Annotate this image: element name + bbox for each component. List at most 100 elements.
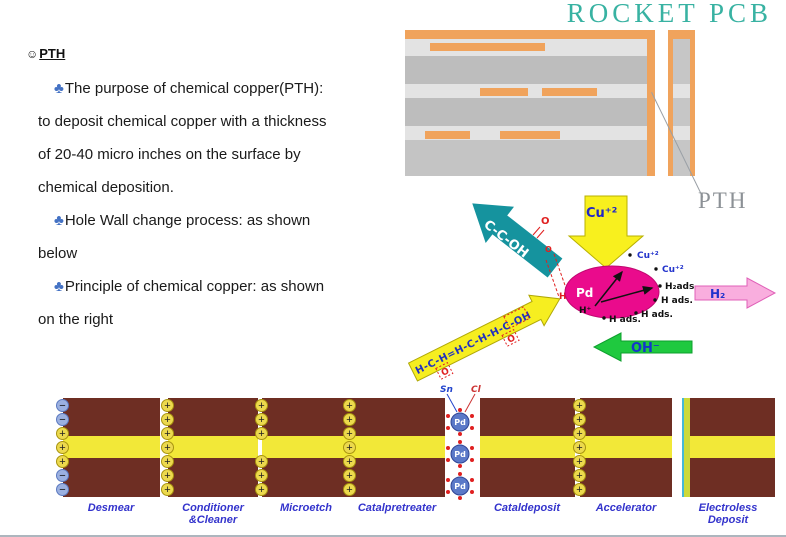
cu-ion-arrow-label: Cu⁺² [586,206,617,221]
board-main [405,30,655,176]
pd-particle: Pd [446,408,474,436]
chain-formula-label: H-C-H=H-C-H-H-C-OH [414,310,533,377]
ion-plus: + [573,427,586,440]
pd-particle-label: Pd [454,418,466,427]
copper-wall [168,458,258,497]
ion-plus: + [56,427,69,440]
pd-particle-label: Pd [454,482,466,491]
electroless-seed-layer [682,398,684,497]
chain-oxygen-label: O [440,366,452,379]
ion-plus: + [343,469,356,482]
ion-plus: + [255,427,268,440]
oh-ion-arrow [592,332,693,362]
copper-wall [682,398,775,436]
species-dot [602,316,606,320]
chain-oh-box [503,306,531,329]
copper-wall [63,398,160,436]
species-dot [658,284,662,288]
process-panel-catalpretreater: + + + + + + + [343,398,445,497]
ion-minus: − [56,413,69,426]
page-title: ☺PTH [26,46,65,61]
bond-dashed-line [553,253,568,292]
h-adsorbed-label: H ads. [609,315,641,325]
board-layer [668,30,695,39]
copper-wall [63,458,160,497]
board-layer [405,84,655,98]
double-bond-line [532,226,541,236]
hole-wall-plating [668,30,673,176]
h-adsorbed-label: H ads. [641,310,673,320]
sn-pointer-line [446,393,458,413]
ion-plus: + [255,455,268,468]
species-dot [654,267,658,271]
ion-plus: + [573,399,586,412]
copper-wall [262,458,350,497]
copper-trace [480,88,528,96]
process-panel-desmear: − − + + + − − [56,398,160,497]
ion-minus: − [56,483,69,496]
electroless-copper-layer [684,398,690,497]
pd-center-label: Pd [576,286,593,300]
copper-wall [480,458,575,497]
ion-plus: + [573,483,586,496]
copper-wall [350,458,445,497]
organic-chain-arrow: H-C-H=H-C-H-H-C-OH O O [407,294,561,382]
process-panel-microetch: + + + + + + [255,398,350,497]
ion-plus: + [343,413,356,426]
club-bullet-icon: ♣ [54,80,64,97]
pcb-cross-section [405,30,697,176]
h2-gas-arrow [694,277,777,309]
pd-particle: Pd [446,440,474,468]
club-bullet-icon: ♣ [54,278,64,295]
board-layer [405,30,655,39]
chemistry-diagram: C-C-OH O Cu⁺² H-C-H=H-C-H-H-C-OH O O O H… [407,195,777,382]
step-label-desmear: Desmear [87,502,135,514]
ion-plus: + [255,469,268,482]
inner-core [580,436,672,458]
inner-core [480,436,575,458]
copper-trace [542,88,597,96]
bullet-holewall: ♣Hole Wall change process: as shown belo… [38,204,336,270]
process-panel-cataldeposit [480,398,575,497]
species-dot [653,298,657,302]
ion-plus: + [161,455,174,468]
intro-text: ♣The purpose of chemical copper(PTH): to… [38,72,336,336]
copper-trace [500,131,560,139]
process-panel-conditioner: + + + + + + + [161,398,258,497]
sn-label: Sn [440,385,453,395]
ion-plus: + [56,455,69,468]
step-label-accelerator: Accelerator [595,502,657,514]
reaction-arrow [594,270,623,307]
ion-plus: + [161,399,174,412]
board-layer [668,84,695,98]
ion-plus: + [56,441,69,454]
step-label-microetch: Microetch [280,502,332,514]
ion-minus: − [56,469,69,482]
oxygen-label: O [545,245,552,254]
copper-wall [262,398,350,436]
cu-ion-down-arrow [567,195,645,269]
page-title-text: PTH [39,46,66,61]
bond-dashed-line [545,259,560,298]
inner-core [168,436,258,458]
ion-plus: + [255,399,268,412]
h2-adsorbed-label: H₂ads. [665,282,698,292]
hole-wall-plating [647,30,655,176]
ion-plus: + [343,455,356,468]
bullet-principle-text: Principle of chemical copper: as shown o… [38,278,325,328]
inner-core [682,436,775,458]
process-panel-accelerator: + + + + + + + [573,398,672,497]
inner-core [262,436,350,458]
brand-logo: ROCKET PCB [566,0,772,28]
club-bullet-icon: ♣ [54,212,64,229]
h-plus-label: H⁺ [579,306,592,316]
ion-plus: + [161,441,174,454]
oh-arrow-label: OH⁻ [631,341,660,356]
inner-core [63,436,160,458]
process-panel-electroless [682,398,775,497]
bullet-purpose: ♣The purpose of chemical copper(PTH): to… [38,72,336,204]
pd-particle-label: Pd [454,450,466,459]
copper-wall [480,398,575,436]
copper-wall [168,398,258,436]
smiley-icon: ☺ [26,47,39,61]
